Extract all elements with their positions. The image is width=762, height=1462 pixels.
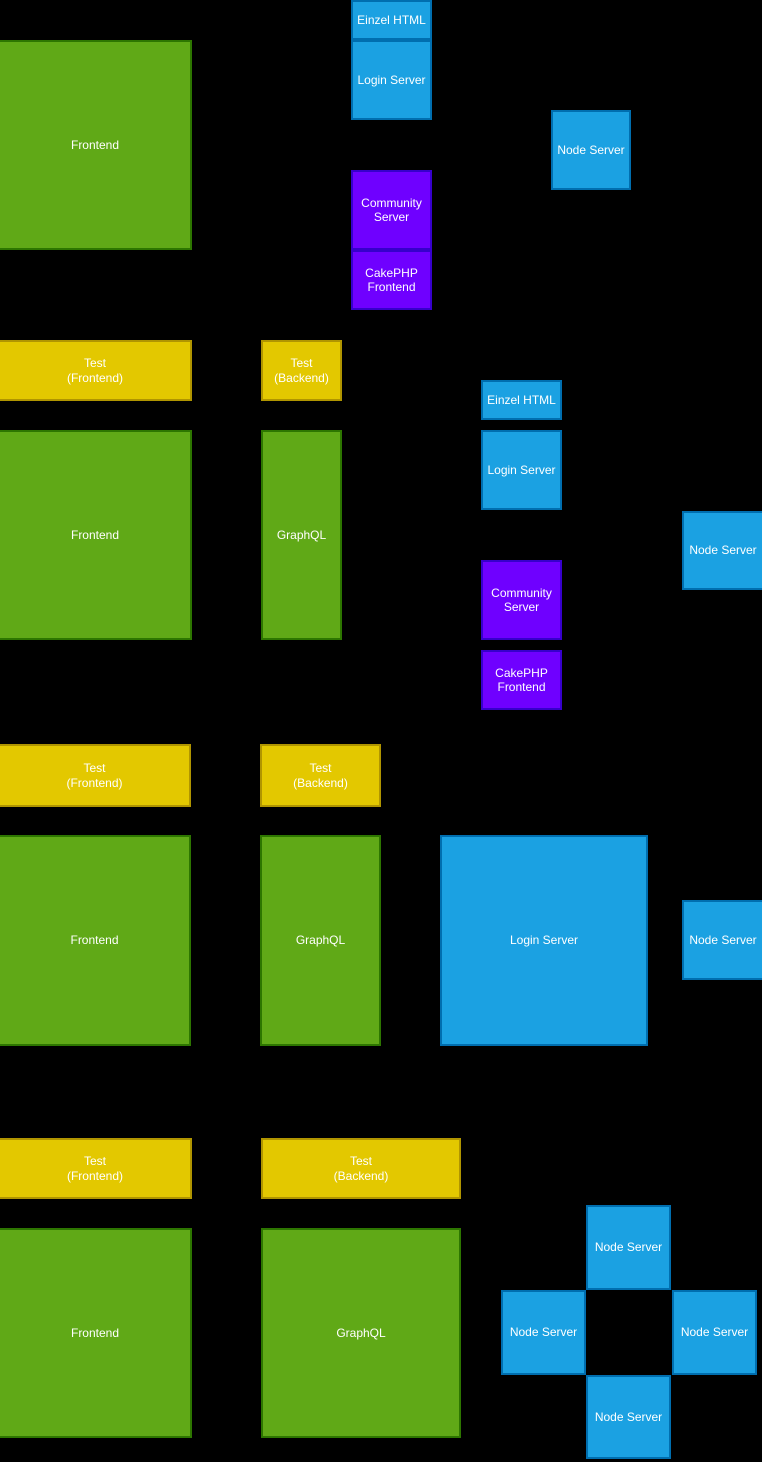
node-label: Community Server bbox=[361, 195, 422, 224]
node-label: Node Server bbox=[557, 142, 625, 157]
node-label: Test (Frontend) bbox=[66, 1154, 124, 1183]
node-label: Frontend bbox=[70, 527, 120, 542]
node-stage2-test-frontend[interactable]: Test (Frontend) bbox=[0, 340, 192, 401]
node-stage3-test-frontend[interactable]: Test (Frontend) bbox=[0, 744, 191, 807]
node-label: Login Server bbox=[509, 933, 579, 948]
node-stage2-frontend[interactable]: Frontend bbox=[0, 430, 192, 640]
node-stage1-community-server[interactable]: Community Server bbox=[351, 170, 432, 250]
node-stage1-frontend[interactable]: Frontend bbox=[0, 40, 192, 250]
node-label: Test (Frontend) bbox=[66, 761, 123, 790]
node-stage4-graphql[interactable]: GraphQL bbox=[261, 1228, 461, 1438]
node-label: GraphQL bbox=[276, 527, 327, 542]
node-label: Node Server bbox=[594, 1240, 663, 1255]
node-stage2-cakephp-frontend[interactable]: CakePHP Frontend bbox=[481, 650, 562, 710]
node-stage1-login-server[interactable]: Login Server bbox=[351, 40, 432, 120]
node-stage1-node-server[interactable]: Node Server bbox=[551, 110, 631, 190]
node-stage4-node-server-top[interactable]: Node Server bbox=[586, 1205, 671, 1290]
node-label: Node Server bbox=[680, 1325, 749, 1340]
node-stage1-einzel-html[interactable]: Einzel HTML bbox=[351, 0, 432, 40]
node-label: Test (Backend) bbox=[274, 356, 329, 385]
node-stage1-cakephp-frontend[interactable]: CakePHP Frontend bbox=[351, 250, 432, 310]
node-stage4-frontend[interactable]: Frontend bbox=[0, 1228, 192, 1438]
node-label: Frontend bbox=[70, 933, 119, 948]
node-stage3-test-backend[interactable]: Test (Backend) bbox=[260, 744, 381, 807]
node-label: Node Server bbox=[594, 1409, 663, 1424]
node-label: Node Server bbox=[509, 1325, 578, 1340]
node-label: CakePHP Frontend bbox=[495, 665, 548, 694]
node-stage4-test-backend[interactable]: Test (Backend) bbox=[261, 1138, 461, 1199]
node-label: Test (Frontend) bbox=[66, 356, 124, 385]
node-label: Einzel HTML bbox=[487, 392, 556, 407]
node-stage3-graphql[interactable]: GraphQL bbox=[260, 835, 381, 1046]
node-stage4-node-server-left[interactable]: Node Server bbox=[501, 1290, 586, 1375]
node-label: Frontend bbox=[70, 137, 120, 152]
node-label: GraphQL bbox=[336, 1325, 386, 1340]
node-stage2-graphql[interactable]: GraphQL bbox=[261, 430, 342, 640]
node-stage3-login-server[interactable]: Login Server bbox=[440, 835, 648, 1046]
node-stage2-test-backend[interactable]: Test (Backend) bbox=[261, 340, 342, 401]
node-label: Einzel HTML bbox=[357, 12, 426, 27]
node-stage4-node-server-bottom[interactable]: Node Server bbox=[586, 1375, 671, 1459]
node-label: Node Server bbox=[689, 543, 757, 558]
node-label: Frontend bbox=[70, 1325, 120, 1340]
node-stage2-node-server[interactable]: Node Server bbox=[682, 511, 762, 590]
node-label: GraphQL bbox=[295, 933, 346, 948]
node-stage2-einzel-html[interactable]: Einzel HTML bbox=[481, 380, 562, 420]
node-label: Test (Backend) bbox=[333, 1154, 389, 1183]
node-stage2-login-server[interactable]: Login Server bbox=[481, 430, 562, 510]
node-stage3-frontend[interactable]: Frontend bbox=[0, 835, 191, 1046]
node-label: Community Server bbox=[491, 585, 552, 614]
node-label: Node Server bbox=[689, 932, 757, 947]
node-stage4-test-frontend[interactable]: Test (Frontend) bbox=[0, 1138, 192, 1199]
node-stage3-node-server[interactable]: Node Server bbox=[682, 900, 762, 980]
node-stage4-node-server-right[interactable]: Node Server bbox=[672, 1290, 757, 1375]
node-stage2-community-server[interactable]: Community Server bbox=[481, 560, 562, 640]
node-label: CakePHP Frontend bbox=[365, 265, 418, 294]
node-label: Login Server bbox=[487, 462, 556, 477]
node-label: Login Server bbox=[357, 72, 426, 87]
node-label: Test (Backend) bbox=[293, 761, 348, 790]
